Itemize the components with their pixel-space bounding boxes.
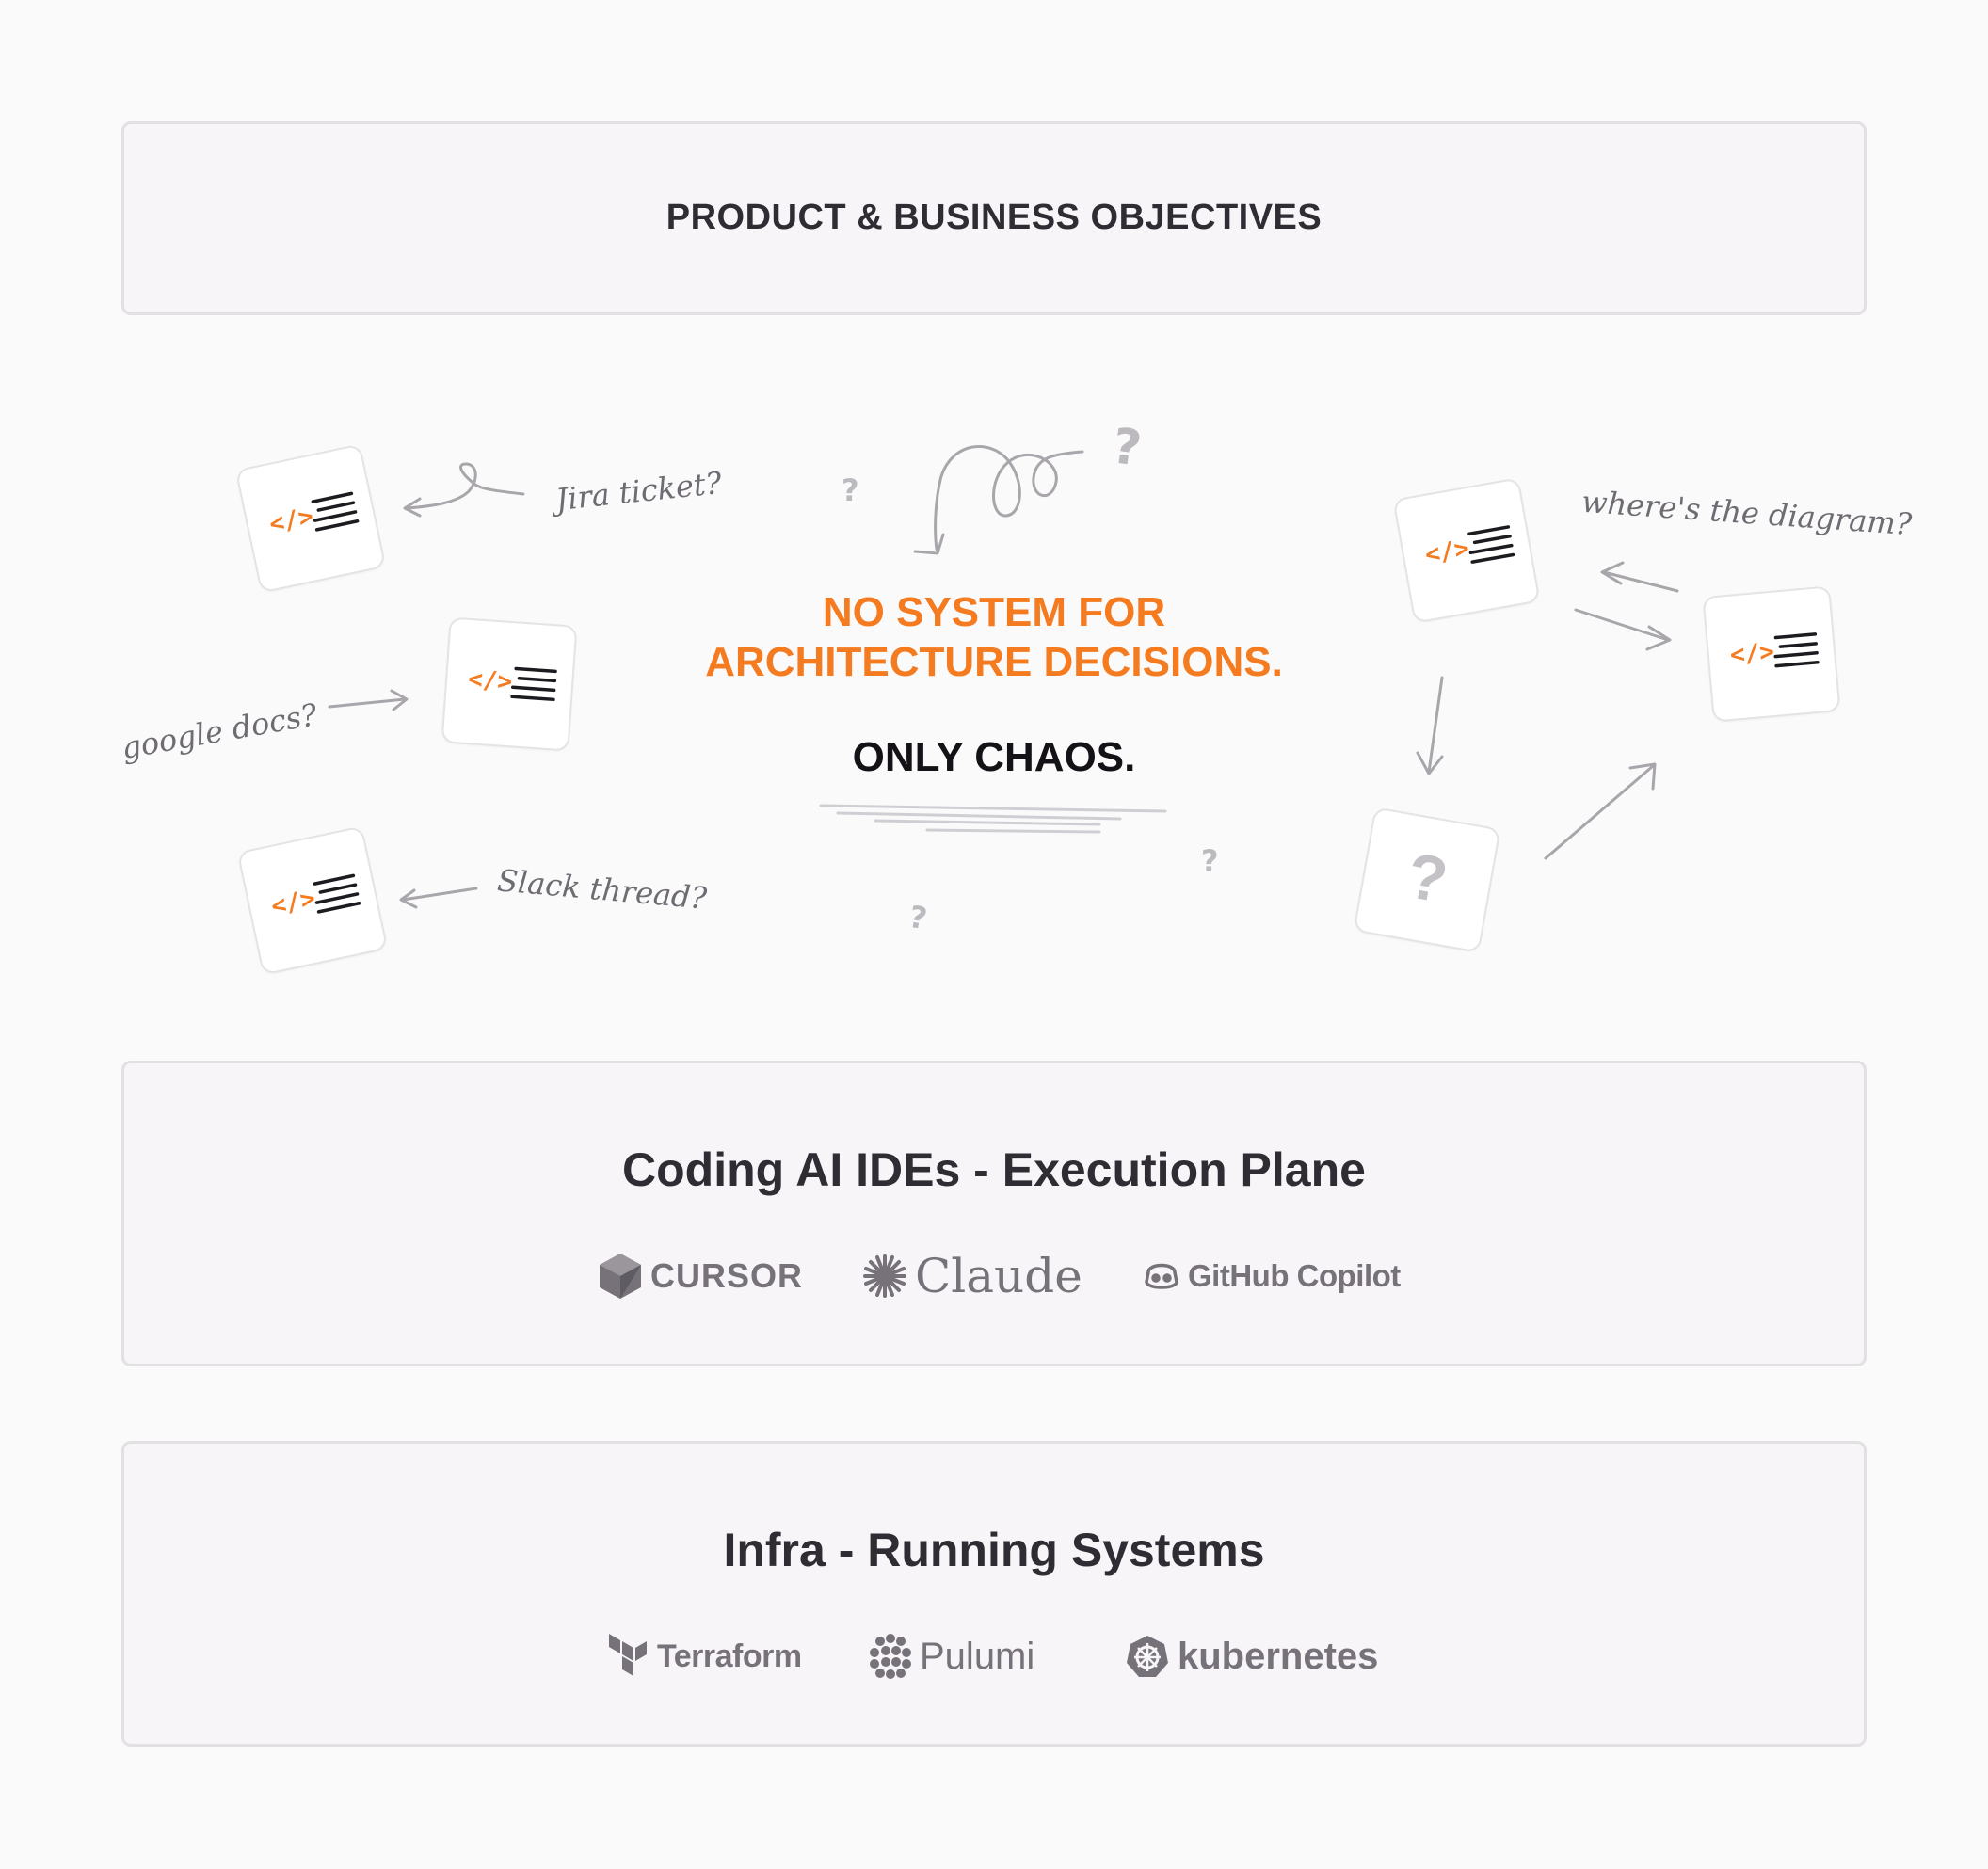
doc-card-slack: </>: [236, 825, 389, 976]
code-icon: </>: [467, 664, 514, 697]
code-icon: </>: [1728, 637, 1776, 670]
question-mark: ?: [1108, 418, 1146, 478]
headline-line-1: NO SYSTEM FOR: [822, 589, 1166, 635]
question-mark: ?: [906, 898, 930, 937]
unknown-doc-card: ?: [1353, 807, 1501, 953]
question-mark-icon: ?: [1402, 839, 1453, 918]
chaos-subline: ONLY CHAOS.: [852, 734, 1136, 780]
doc-card-gdocs: </>: [441, 616, 578, 752]
headline-line-2: ARCHITECTURE DECISIONS.: [705, 639, 1283, 685]
arrow-back: [1602, 570, 1679, 593]
infra-panel-title: Infra - Running Systems: [723, 1524, 1265, 1576]
copilot-icon: [1145, 1263, 1178, 1289]
gdocs-arrow: [328, 697, 407, 709]
text-lines-icon: [1773, 632, 1820, 668]
arrow-up-right: [1544, 764, 1655, 860]
claude-logo: Claude: [862, 1248, 1082, 1304]
note-diagram: where's the diagram?: [1580, 483, 1914, 543]
pulumi-label: Pulumi: [920, 1635, 1035, 1677]
terraform-logo: Terraform: [608, 1628, 802, 1685]
slack-arrow: [401, 887, 478, 902]
note-slack: Slack thread?: [495, 862, 709, 917]
question-mark: ?: [842, 472, 859, 508]
kubernetes-helm-icon: [1127, 1636, 1168, 1677]
jira-arrow: [405, 462, 525, 510]
cursor-cube-icon: [600, 1254, 641, 1299]
doc-card-jira: </>: [234, 443, 387, 594]
claude-starburst-icon: [863, 1254, 906, 1298]
arrow-to-doc: [1574, 608, 1670, 642]
cursor-logo: CURSOR: [598, 1248, 803, 1304]
text-lines-icon: [313, 873, 361, 914]
objectives-title: PRODUCT & BUSINESS OBJECTIVES: [665, 198, 1323, 237]
copilot-label: GitHub Copilot: [1188, 1258, 1401, 1293]
terraform-label: Terraform: [657, 1637, 802, 1674]
pulumi-logo: Pulumi: [869, 1628, 1034, 1685]
note-jira: Jira ticket?: [553, 464, 724, 519]
question-mark: ?: [1201, 843, 1219, 879]
copilot-logo: GitHub Copilot: [1143, 1248, 1401, 1304]
ide-panel-title: Coding AI IDEs - Execution Plane: [622, 1143, 1366, 1196]
ide-logo-row: CURSOR Claude GitHub Copilot: [124, 1248, 1864, 1304]
claude-label: Claude: [915, 1249, 1082, 1303]
ide-panel: Coding AI IDEs - Execution Plane CURSOR …: [121, 1061, 1867, 1366]
objectives-panel: PRODUCT & BUSINESS OBJECTIVES: [121, 121, 1867, 315]
infra-logo-row: Terraform Pulumi kubernetes: [124, 1628, 1864, 1685]
text-lines-icon: [1467, 525, 1515, 564]
pulumi-icon: [870, 1634, 911, 1679]
underline-scribble: [819, 804, 1167, 834]
text-lines-icon: [510, 666, 557, 702]
note-gdocs: google docs?: [119, 696, 320, 766]
doc-card-right-top: </>: [1392, 477, 1541, 624]
chaos-headline: NO SYSTEM FOR ARCHITECTURE DECISIONS.: [523, 587, 1465, 687]
kubernetes-logo: kubernetes: [1125, 1628, 1378, 1685]
curly-arrow: [934, 445, 1084, 551]
doc-card-right-mid: </>: [1702, 585, 1841, 723]
infra-panel: Infra - Running Systems Terraform Pulumi: [121, 1441, 1867, 1747]
text-lines-icon: [311, 491, 360, 532]
cursor-label: CURSOR: [650, 1256, 804, 1295]
terraform-icon: [609, 1634, 647, 1676]
kubernetes-label: kubernetes: [1178, 1635, 1379, 1677]
